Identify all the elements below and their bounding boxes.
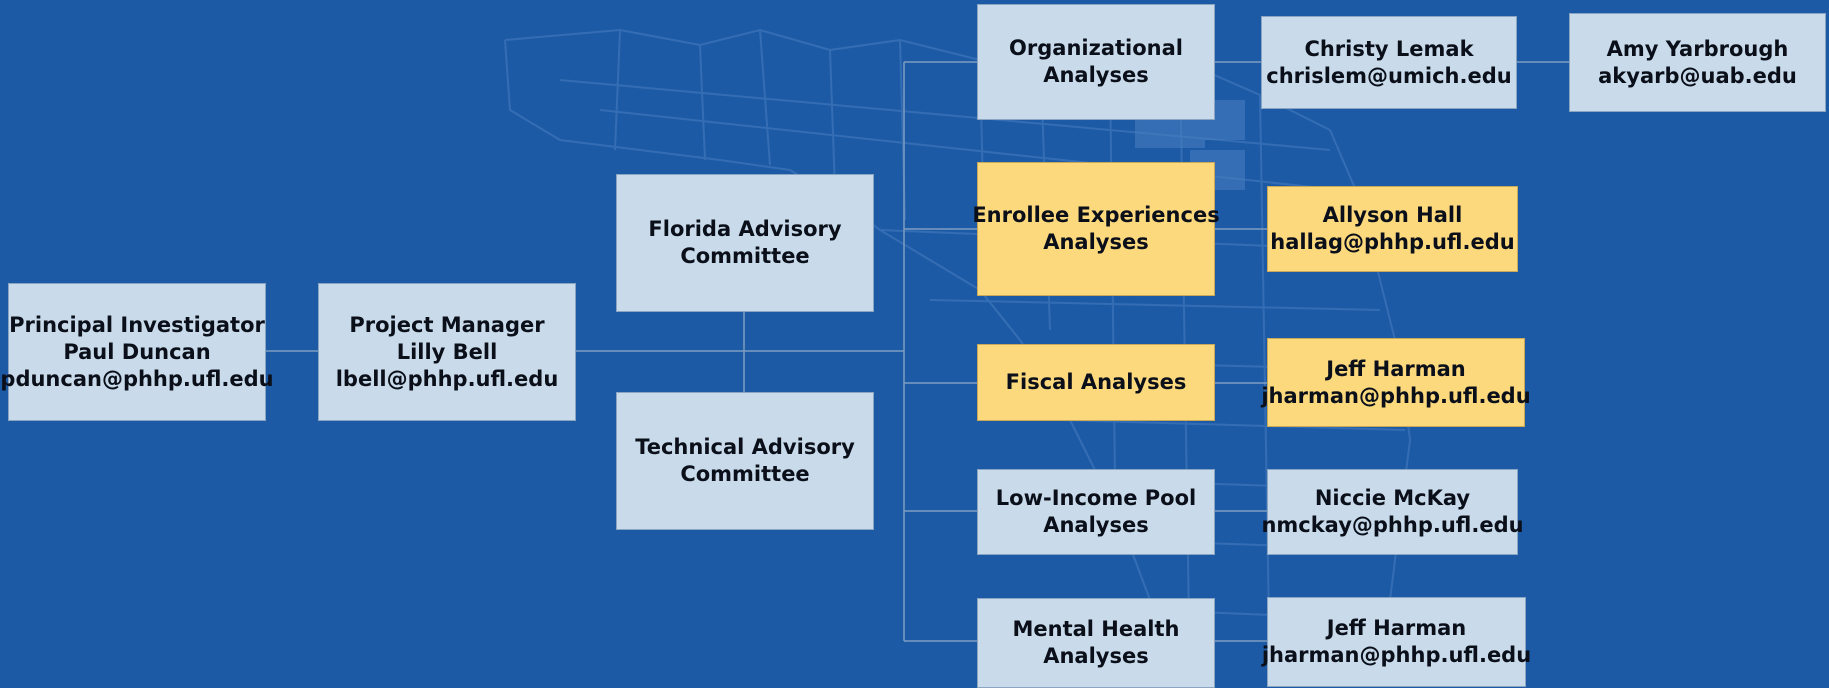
node-name: Jeff Harman — [1326, 356, 1466, 381]
node-line: Analyses — [1043, 513, 1149, 537]
technical-advisory-committee-node: Technical Advisory Committee — [616, 392, 874, 530]
node-line: Analyses — [1043, 63, 1149, 87]
node-name: Paul Duncan — [63, 339, 211, 364]
node-name: Niccie McKay — [1314, 486, 1471, 510]
node-title: Project Manager — [349, 312, 545, 337]
node-name: Christy Lemak — [1304, 36, 1474, 61]
project-manager-node: Project Manager Lilly Bell lbell@phhp.uf… — [318, 283, 576, 421]
node-line: Mental Health — [1012, 617, 1180, 641]
node-line: Florida Advisory — [648, 217, 842, 241]
node-email: nmckay@phhp.ufl.edu — [1261, 513, 1524, 537]
enrollee-experiences-analyses-node: Enrollee Experiences Analyses — [972, 162, 1220, 296]
mental-health-analyses-node: Mental Health Analyses — [977, 598, 1215, 688]
node-line: Enrollee Experiences — [972, 203, 1220, 227]
node-line: Analyses — [1043, 644, 1149, 668]
node-name: Amy Yarbrough — [1606, 36, 1789, 61]
node-line: Technical Advisory — [635, 435, 855, 459]
node-email: jharman@phhp.ufl.edu — [1261, 383, 1531, 408]
node-line: Committee — [680, 462, 810, 486]
node-line: Analyses — [1043, 230, 1149, 254]
christy-lemak-node: Christy Lemak chrislem@umich.edu — [1261, 16, 1517, 109]
node-line: Low-Income Pool — [995, 486, 1197, 510]
node-email: hallag@phhp.ufl.edu — [1270, 230, 1515, 254]
amy-yarbrough-node: Amy Yarbrough akyarb@uab.edu — [1569, 13, 1826, 112]
node-email: akyarb@uab.edu — [1598, 63, 1797, 88]
principal-investigator-node: Principal Investigator Paul Duncan pdunc… — [0, 283, 274, 421]
node-line: Organizational — [1009, 36, 1183, 60]
allyson-hall-node: Allyson Hall hallag@phhp.ufl.edu — [1267, 186, 1518, 272]
node-email: chrislem@umich.edu — [1266, 63, 1512, 88]
organizational-analyses-node: Organizational Analyses — [977, 4, 1215, 120]
node-name: Allyson Hall — [1322, 203, 1463, 227]
node-email: jharman@phhp.ufl.edu — [1261, 643, 1532, 667]
node-line: Committee — [680, 244, 810, 268]
jeff-harman-fiscal-node: Jeff Harman jharman@phhp.ufl.edu — [1261, 338, 1531, 427]
node-email: lbell@phhp.ufl.edu — [335, 366, 559, 391]
node-line: Fiscal Analyses — [1005, 370, 1187, 394]
low-income-pool-analyses-node: Low-Income Pool Analyses — [977, 469, 1215, 555]
node-email: pduncan@phhp.ufl.edu — [0, 366, 274, 391]
fiscal-analyses-node: Fiscal Analyses — [977, 344, 1215, 421]
node-name: Jeff Harman — [1326, 616, 1467, 640]
niccie-mckay-node: Niccie McKay nmckay@phhp.ufl.edu — [1261, 469, 1524, 555]
jeff-harman-mental-health-node: Jeff Harman jharman@phhp.ufl.edu — [1262, 597, 1531, 687]
florida-advisory-committee-node: Florida Advisory Committee — [616, 174, 874, 312]
node-title: Principal Investigator — [9, 312, 265, 337]
node-name: Lilly Bell — [396, 339, 498, 364]
